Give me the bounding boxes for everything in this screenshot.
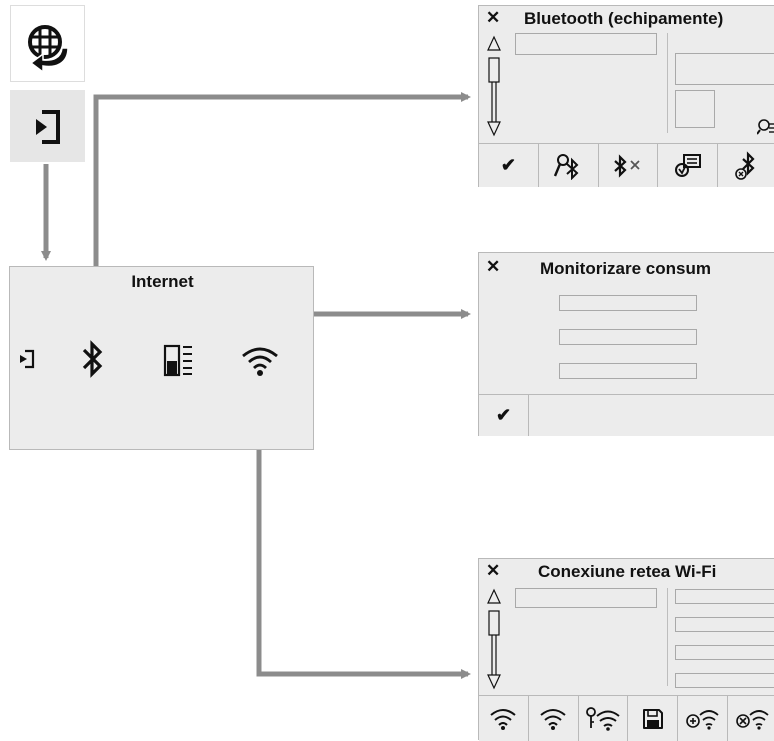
consumption-icon[interactable] — [162, 343, 196, 379]
consumption-field-3 — [559, 363, 697, 379]
exit-icon[interactable] — [16, 347, 38, 371]
globe-back-button[interactable] — [10, 5, 85, 82]
scrollbar[interactable] — [486, 34, 502, 138]
arrow-bluetooth — [93, 92, 471, 330]
bluetooth-title: Bluetooth (echipamente) — [524, 9, 724, 28]
wifi-button-1[interactable] — [479, 696, 529, 741]
wifi-title: Conexiune retea Wi-Fi — [538, 562, 717, 581]
consumption-title: Monitorizare consum — [540, 259, 711, 278]
check-icon: ✔ — [495, 405, 512, 425]
bluetooth-icon[interactable] — [80, 339, 104, 379]
internet-panel: Internet — [9, 266, 314, 450]
network-field[interactable] — [515, 588, 657, 608]
confirm-button[interactable]: ✔ — [479, 144, 539, 187]
wifi-detail-4 — [675, 673, 774, 688]
wifi-icon — [540, 708, 566, 730]
divider — [667, 588, 668, 686]
wifi-button-2[interactable] — [529, 696, 579, 741]
wifi-add-icon — [685, 709, 719, 730]
consumption-toolbar: ✔ — [479, 394, 774, 436]
scrollbar[interactable] — [486, 587, 502, 691]
wifi-screen: ✕ Conexiune retea Wi-Fi — [478, 558, 774, 741]
unpair-button[interactable] — [599, 144, 659, 187]
wifi-detail-2 — [675, 617, 774, 632]
wifi-remove-button[interactable] — [728, 696, 774, 741]
divider — [667, 33, 668, 133]
pair-button[interactable] — [539, 144, 599, 187]
wifi-key-button[interactable] — [579, 696, 629, 741]
globe-back-icon — [28, 25, 69, 74]
wifi-key-icon — [586, 706, 620, 731]
check-icon: ✔ — [500, 155, 516, 175]
wifi-toolbar — [479, 695, 774, 741]
wifi-icon — [490, 708, 517, 730]
consumption-screen: ✕ Monitorizare consum ✔ — [478, 252, 774, 436]
confirm-button[interactable]: ✔ — [479, 395, 529, 436]
wifi-detail-3 — [675, 645, 774, 660]
device-info-icon — [674, 153, 701, 177]
pair-icon — [554, 153, 579, 180]
bluetooth-screen: ✕ Bluetooth (echipamente) ✔ — [478, 5, 774, 187]
save-icon — [642, 708, 663, 729]
internet-title: Internet — [131, 272, 194, 291]
exit-button[interactable] — [10, 90, 85, 162]
bluetooth-off-button[interactable] — [718, 144, 774, 187]
bluetooth-off-icon — [734, 150, 755, 180]
toolbar-empty — [529, 395, 774, 436]
save-button[interactable] — [628, 696, 679, 741]
wifi-add-button[interactable] — [678, 696, 729, 741]
wifi-icon[interactable] — [240, 345, 280, 377]
bluetooth-toolbar: ✔ — [479, 143, 774, 187]
close-button[interactable]: ✕ — [486, 8, 501, 27]
wifi-remove-icon — [735, 709, 769, 730]
close-button[interactable]: ✕ — [486, 257, 501, 276]
consumption-field-2 — [559, 329, 697, 345]
wifi-detail-1 — [675, 589, 774, 604]
exit-icon — [36, 110, 60, 144]
device-field[interactable] — [515, 33, 657, 55]
close-button[interactable]: ✕ — [486, 561, 501, 580]
image-field — [675, 90, 715, 128]
consumption-field-1 — [559, 295, 697, 311]
bluetooth-remove-icon — [614, 153, 640, 178]
device-info-button[interactable] — [658, 144, 719, 187]
detail-field — [675, 53, 774, 85]
search-list-icon[interactable] — [757, 118, 774, 138]
arrow-wifi — [256, 380, 471, 679]
